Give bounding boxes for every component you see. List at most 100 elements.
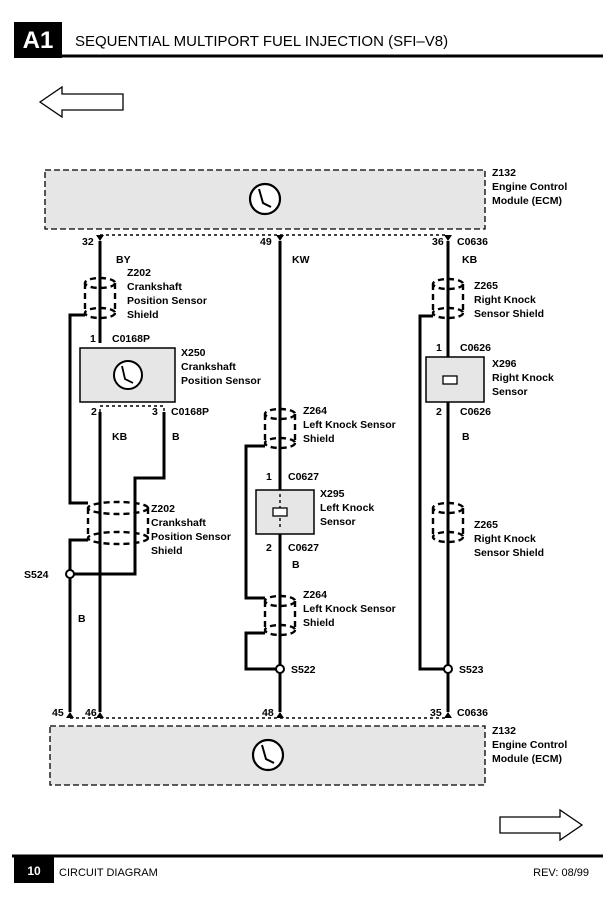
ecm-bottom-symbol-icon: [251, 738, 285, 772]
ecm-top-needle-icon: [258, 188, 272, 208]
wire-label-b-left: B: [172, 431, 180, 443]
x296-conn-bottom: C0626: [460, 406, 491, 418]
ecm-top-ref: Z132: [492, 167, 516, 179]
shield-z202-bottom-line2: Position Sensor: [151, 531, 231, 543]
shield-drain-left: [68, 313, 88, 505]
x296-ref: X296: [492, 358, 517, 370]
x295-pin1: 1: [266, 471, 272, 483]
x296-pin1: 1: [436, 342, 442, 354]
x295-conn-top: C0627: [288, 471, 319, 483]
top-pin-36: 36: [432, 236, 444, 248]
top-connector-id: C0636: [457, 236, 488, 248]
page-number: 10: [27, 864, 41, 878]
x296-conn-top: C0626: [460, 342, 491, 354]
shield-z264-bottom-line1: Left Knock Sensor: [303, 603, 396, 615]
shield-z264-top-ref: Z264: [303, 405, 327, 417]
footer: 10 CIRCUIT DIAGRAM REV: 08/99: [12, 854, 603, 883]
x250-line1: Crankshaft: [181, 361, 236, 373]
wire-label-b-mid: B: [292, 559, 300, 571]
x250-pin1: 1: [90, 333, 96, 345]
bottom-connector-id: C0636: [457, 707, 488, 719]
bottom-pin-48: 48: [262, 707, 274, 719]
x250-line2: Position Sensor: [181, 375, 261, 387]
splice-s524-icon: [65, 569, 75, 579]
wire-label-kb-right: KB: [462, 254, 478, 266]
x295-pin2: 2: [266, 542, 272, 554]
ecm-top-line1: Engine Control: [492, 181, 567, 193]
wire-label-kw: KW: [292, 254, 310, 266]
ecm-bottom-line2: Module (ECM): [492, 753, 562, 765]
ecm-bottom-line1: Engine Control: [492, 739, 567, 751]
ecm-bottom: Z132 Engine Control Module (ECM): [49, 725, 567, 786]
shield-z265-top-line1: Right Knock: [474, 294, 536, 306]
top-pin-32: 32: [82, 236, 94, 248]
x250-needle-icon: [121, 365, 134, 384]
shield-z264-top-lower: [263, 436, 297, 450]
section-code: A1: [23, 27, 54, 54]
ecm-bottom-needle-icon: [261, 744, 275, 764]
x250-internal-link: [99, 405, 165, 412]
crankshaft-circuit: BY Z202 Crankshaft Position Sensor Shiel…: [24, 241, 261, 712]
top-pin-49: 49: [260, 236, 272, 248]
x296-line1: Right Knock: [492, 372, 554, 384]
shield-z264-bottom-drain: [244, 631, 280, 671]
shield-z264-bottom-lower: [263, 623, 297, 637]
bottom-pin-45: 45: [52, 707, 64, 719]
bottom-pin-46: 46: [85, 707, 97, 719]
page-title: SEQUENTIAL MULTIPORT FUEL INJECTION (SFI…: [75, 33, 448, 50]
shield-z202-top-line2: Position Sensor: [127, 295, 207, 307]
next-page-arrow-icon[interactable]: [499, 808, 584, 842]
shield-z264-top-line1: Left Knock Sensor: [303, 419, 396, 431]
x296-line2: Sensor: [492, 386, 528, 398]
wire-label-kb-left: KB: [112, 431, 128, 443]
shield-z202-top-lower: [83, 306, 117, 320]
shield-z202-bottom-upper: [86, 500, 150, 516]
splice-s523: S523: [459, 664, 484, 676]
x295-line2: Sensor: [320, 516, 356, 528]
footer-section: CIRCUIT DIAGRAM: [59, 867, 158, 879]
bottom-pin-35: 35: [430, 707, 442, 719]
section-badge: [14, 22, 62, 58]
shield-z202-bottom-ref: Z202: [151, 503, 175, 515]
splice-s523-icon: [443, 664, 453, 674]
shield-z265-bottom-line2: Sensor Shield: [474, 547, 544, 559]
ecm-top: Z132 Engine Control Module (ECM): [44, 167, 567, 230]
ecm-bottom-ref: Z132: [492, 725, 516, 737]
shield-z265-bottom-lower: [431, 530, 465, 544]
wire-label-b-low: B: [78, 613, 86, 625]
shield-z202-bottom-lower: [86, 530, 150, 546]
x295-line1: Left Knock: [320, 502, 374, 514]
footer-revision: REV: 08/99: [533, 867, 589, 879]
shield-z265-drain: [418, 314, 448, 671]
splice-s524: S524: [24, 569, 49, 581]
splice-s522: S522: [291, 664, 316, 676]
ecm-top-line2: Module (ECM): [492, 195, 562, 207]
x250-pin2: 2: [91, 406, 97, 418]
wire-label-b-right: B: [462, 431, 470, 443]
x295-conn-bottom: C0627: [288, 542, 319, 554]
splice-s522-icon: [275, 664, 285, 674]
shield-z202-top-line3: Shield: [127, 309, 159, 321]
shield-z202-bottom-line1: Crankshaft: [151, 517, 206, 529]
x250-symbol-icon: [113, 360, 143, 390]
x295-crystal-icon: [272, 507, 288, 517]
header: A1 SEQUENTIAL MULTIPORT FUEL INJECTION (…: [14, 22, 603, 58]
shield-z264-bottom-line2: Shield: [303, 617, 335, 629]
x250-conn-bottom: C0168P: [171, 406, 209, 418]
shield-z264-bottom-ref: Z264: [303, 589, 327, 601]
ecm-top-symbol-icon: [248, 182, 282, 216]
bottom-pin-46-icon: [96, 712, 104, 718]
left-knock-circuit: KW Z264 Left Knock Sensor Shield 1 C0627…: [244, 241, 396, 712]
top-pin-36-icon: [444, 235, 452, 241]
page-number-badge: [14, 857, 54, 883]
shield-z265-bottom-ref: Z265: [474, 519, 498, 531]
shield-z202-bottom-line3: Shield: [151, 545, 183, 557]
top-pin-49-icon: [276, 235, 284, 241]
x250-ref: X250: [181, 347, 206, 359]
shield-z265-top-lower: [431, 306, 465, 320]
shield-z202-bottom-drain: [68, 538, 88, 712]
previous-page-arrow-icon[interactable]: [38, 85, 124, 119]
bottom-pin-48-icon: [276, 712, 284, 718]
bottom-pin-35-icon: [444, 712, 452, 718]
